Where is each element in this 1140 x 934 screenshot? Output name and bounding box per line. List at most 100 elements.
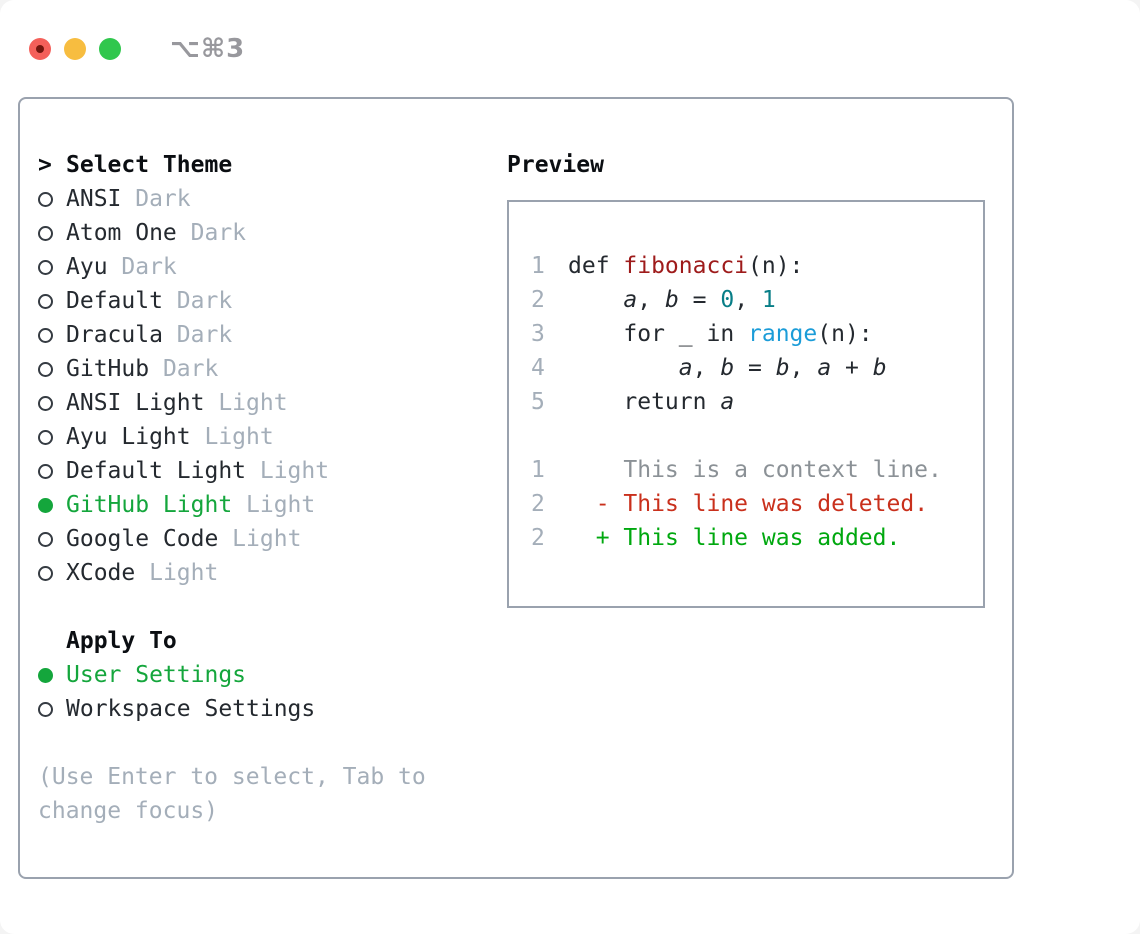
code-line: 2 - This line was deleted. bbox=[531, 487, 983, 521]
code-line: 4 a, b = b, a + b bbox=[531, 351, 983, 385]
code-segment: for _ in bbox=[568, 321, 749, 347]
line-number: 2 bbox=[531, 525, 545, 551]
theme-option[interactable]: GitHub Dark bbox=[38, 352, 500, 386]
close-button[interactable] bbox=[29, 37, 51, 60]
code-segment: , bbox=[734, 287, 762, 313]
code-segment: = bbox=[734, 355, 776, 381]
theme-option[interactable]: Default Dark bbox=[38, 284, 500, 318]
code-segment: + This line was added. bbox=[595, 525, 901, 551]
theme-option[interactable]: GitHub Light Light bbox=[38, 488, 500, 522]
theme-name: GitHub Light bbox=[66, 492, 233, 518]
theme-option[interactable]: ANSI Dark bbox=[38, 182, 500, 216]
code-segment: return bbox=[568, 389, 721, 415]
theme-name: Dracula bbox=[66, 322, 163, 348]
theme-option[interactable]: Google Code Light bbox=[38, 522, 500, 556]
line-number: 1 bbox=[531, 457, 545, 483]
radio-slot bbox=[38, 250, 66, 284]
line-number: 2 bbox=[531, 491, 545, 517]
code-segment: b bbox=[720, 355, 735, 381]
code-segment: a bbox=[678, 355, 693, 381]
theme-name: Ayu Light bbox=[66, 424, 191, 450]
code-segment: range bbox=[748, 321, 818, 347]
hint-text-line-2: change focus) bbox=[38, 798, 219, 824]
code-segment: , bbox=[692, 355, 721, 381]
apply-option-name: Workspace Settings bbox=[66, 696, 316, 722]
radio-slot bbox=[38, 420, 66, 454]
radio-icon bbox=[38, 328, 53, 343]
code-segment: def bbox=[568, 253, 624, 279]
spacer bbox=[38, 590, 500, 624]
theme-name: GitHub bbox=[66, 356, 150, 382]
radio-icon bbox=[38, 226, 53, 241]
theme-option[interactable]: Ayu Dark bbox=[38, 250, 500, 284]
theme-variant: Dark bbox=[162, 288, 233, 314]
theme-variant: Dark bbox=[176, 220, 247, 246]
select-theme-header: >Select Theme bbox=[38, 148, 500, 182]
code-segment: , bbox=[637, 287, 665, 313]
code-segment: (n): bbox=[817, 321, 873, 347]
radio-icon bbox=[38, 396, 53, 411]
code-segment: b bbox=[775, 355, 790, 381]
code-line: 2 + This line was added. bbox=[531, 521, 983, 555]
maximize-button[interactable] bbox=[99, 37, 121, 60]
code-line: 5 return a bbox=[531, 385, 983, 419]
radio-slot bbox=[38, 454, 66, 488]
code-segment: a bbox=[817, 355, 832, 381]
radio-slot bbox=[38, 658, 66, 692]
code-segment bbox=[568, 287, 623, 313]
theme-name: ANSI bbox=[66, 186, 122, 212]
radio-slot bbox=[38, 284, 66, 318]
apply-option[interactable]: User Settings bbox=[38, 658, 500, 692]
window-title: ⌥⌘3 bbox=[170, 33, 246, 64]
theme-option[interactable]: Ayu Light Light bbox=[38, 420, 500, 454]
radio-slot bbox=[38, 692, 66, 726]
theme-option[interactable]: Dracula Dark bbox=[38, 318, 500, 352]
radio-icon bbox=[38, 260, 53, 275]
code-line: 2 a, b = 0, 1 bbox=[531, 283, 983, 317]
radio-icon bbox=[38, 668, 53, 683]
theme-variant: Light bbox=[190, 424, 274, 450]
theme-option[interactable]: Atom One Dark bbox=[38, 216, 500, 250]
theme-option[interactable]: Default Light Light bbox=[38, 454, 500, 488]
code-segment: 1 bbox=[761, 287, 776, 313]
code-segment: 0 bbox=[720, 287, 735, 313]
code-segment: + bbox=[831, 355, 873, 381]
line-number: 4 bbox=[531, 355, 545, 381]
code-line: 1 This is a context line. bbox=[531, 453, 983, 487]
theme-option[interactable]: XCode Light bbox=[38, 556, 500, 590]
radio-icon bbox=[38, 702, 53, 717]
radio-slot bbox=[38, 352, 66, 386]
radio-icon bbox=[38, 362, 53, 377]
line-number: 2 bbox=[531, 287, 545, 313]
title-bar: ⌥⌘3 bbox=[0, 0, 1140, 97]
preview-header: Preview bbox=[507, 152, 604, 178]
radio-icon bbox=[38, 532, 53, 547]
theme-variant: Light bbox=[246, 458, 330, 484]
apply-to-header: Apply To bbox=[38, 624, 500, 658]
radio-slot bbox=[38, 386, 66, 420]
code-segment: b bbox=[872, 355, 887, 381]
code-segment: (n): bbox=[748, 253, 804, 279]
theme-variant: Dark bbox=[121, 186, 191, 212]
code-segment: fibonacci bbox=[623, 253, 749, 279]
radio-slot bbox=[38, 522, 66, 556]
code-segment bbox=[568, 525, 596, 551]
minimize-button[interactable] bbox=[64, 37, 86, 60]
code-segment: - This line was deleted. bbox=[595, 491, 929, 517]
line-number: 5 bbox=[531, 389, 545, 415]
theme-name: Ayu bbox=[66, 254, 108, 280]
theme-variant: Light bbox=[135, 560, 219, 586]
code-segment: a bbox=[720, 389, 735, 415]
apply-option[interactable]: Workspace Settings bbox=[38, 692, 500, 726]
theme-option[interactable]: ANSI Light Light bbox=[38, 386, 500, 420]
theme-variant: Dark bbox=[107, 254, 177, 280]
theme-name: Atom One bbox=[66, 220, 177, 246]
